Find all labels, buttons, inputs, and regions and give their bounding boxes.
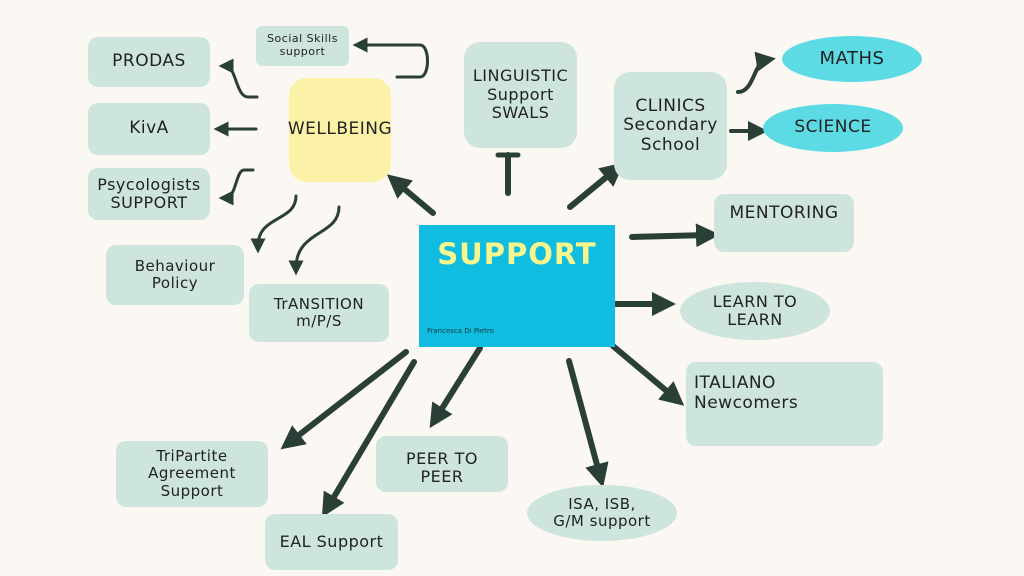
node-prodas: PRODAS — [88, 37, 210, 87]
author-credit: Francesca Di Pietro — [427, 327, 494, 335]
node-maths: MATHS — [782, 36, 922, 82]
node-tripartite: TriPartite Agreement Support — [116, 441, 268, 507]
node-clinics: CLINICS Secondary School — [614, 72, 727, 180]
center-support-box: SUPPORT Francesca Di Pietro — [419, 225, 615, 347]
node-isa: ISA, ISB, G/M support — [527, 485, 677, 541]
node-italiano: ITALIANO Newcomers — [686, 362, 883, 446]
arrow-to-maths — [736, 51, 776, 94]
center-title: SUPPORT — [437, 237, 597, 271]
arrow-to-social-skills — [352, 37, 429, 79]
node-mentoring: MENTORING — [714, 194, 854, 252]
arrow-to-psycologists — [218, 168, 255, 206]
arrow-to-peer — [429, 345, 483, 429]
arrow-to-isa — [566, 358, 609, 488]
node-social-skills: Social Skills support — [256, 26, 349, 66]
arrow-to-tripartite — [280, 349, 409, 450]
node-learn-to-learn: LEARN TO LEARN — [680, 282, 830, 340]
node-science: SCIENCE — [763, 104, 903, 152]
arrow-to-italiano — [610, 343, 685, 406]
node-behaviour: Behaviour Policy — [106, 245, 244, 305]
arrow-to-behaviour — [250, 194, 298, 254]
arrow-to-transition — [288, 205, 341, 276]
node-kiva: KivA — [88, 103, 210, 155]
node-eal: EAL Support — [265, 514, 398, 570]
node-peer-to-peer: PEER TO PEER — [376, 436, 508, 492]
node-linguistic: LINGUISTIC Support SWALS — [464, 42, 577, 148]
arrow-to-mentoring — [629, 223, 720, 248]
node-transition: TrANSITION m/P/S — [249, 284, 389, 342]
arrow-to-wellbeing — [386, 174, 436, 216]
arrow-to-clinics — [567, 162, 625, 210]
node-wellbeing: WELLBEING — [288, 78, 392, 182]
arrow-to-prodas — [218, 58, 259, 99]
node-psycologists: Psycologists SUPPORT — [88, 168, 210, 220]
